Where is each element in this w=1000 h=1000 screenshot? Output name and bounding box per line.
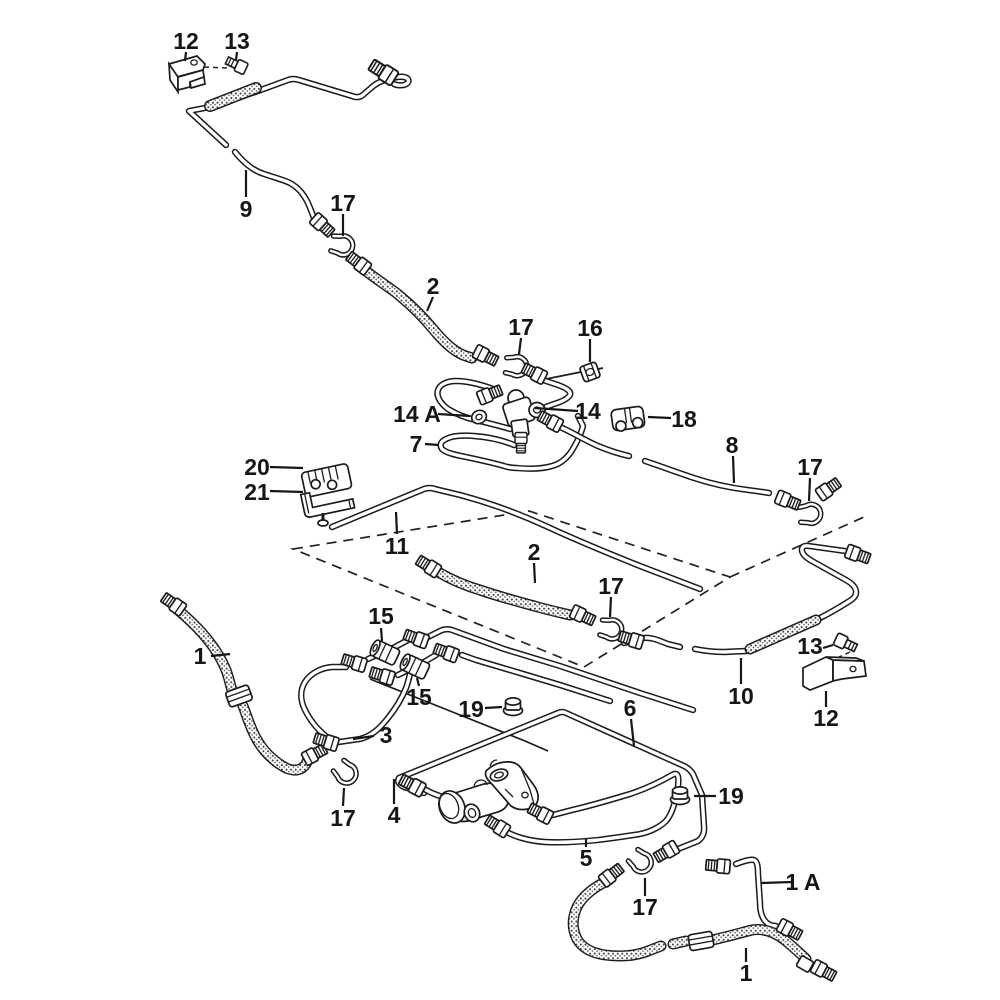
svg-text:2: 2 xyxy=(528,539,541,565)
svg-text:19: 19 xyxy=(458,696,484,722)
svg-text:12: 12 xyxy=(173,28,199,54)
svg-text:7: 7 xyxy=(410,431,423,457)
svg-text:18: 18 xyxy=(671,406,697,432)
svg-text:12: 12 xyxy=(813,705,839,731)
svg-text:6: 6 xyxy=(624,695,637,721)
svg-text:1 A: 1 A xyxy=(786,869,821,895)
svg-text:20: 20 xyxy=(244,454,270,480)
svg-text:17: 17 xyxy=(797,454,823,480)
svg-text:17: 17 xyxy=(632,894,658,920)
svg-text:2: 2 xyxy=(427,273,440,299)
svg-text:3: 3 xyxy=(380,722,393,748)
svg-text:13: 13 xyxy=(224,28,250,54)
svg-text:19: 19 xyxy=(718,783,744,809)
svg-text:1: 1 xyxy=(740,960,753,986)
svg-text:15: 15 xyxy=(368,603,394,629)
svg-text:17: 17 xyxy=(330,805,356,831)
svg-text:9: 9 xyxy=(240,196,253,222)
svg-text:13: 13 xyxy=(797,633,823,659)
svg-text:17: 17 xyxy=(508,314,534,340)
svg-text:21: 21 xyxy=(244,479,270,505)
svg-text:17: 17 xyxy=(330,190,356,216)
svg-text:14 A: 14 A xyxy=(393,401,441,427)
svg-text:8: 8 xyxy=(726,432,739,458)
svg-text:16: 16 xyxy=(577,315,603,341)
svg-text:11: 11 xyxy=(385,533,410,559)
svg-text:4: 4 xyxy=(388,802,401,828)
svg-text:17: 17 xyxy=(598,573,624,599)
svg-text:10: 10 xyxy=(728,683,754,709)
svg-text:15: 15 xyxy=(406,684,432,710)
svg-text:14: 14 xyxy=(575,398,601,424)
svg-text:5: 5 xyxy=(580,845,593,871)
svg-text:1: 1 xyxy=(194,643,207,669)
